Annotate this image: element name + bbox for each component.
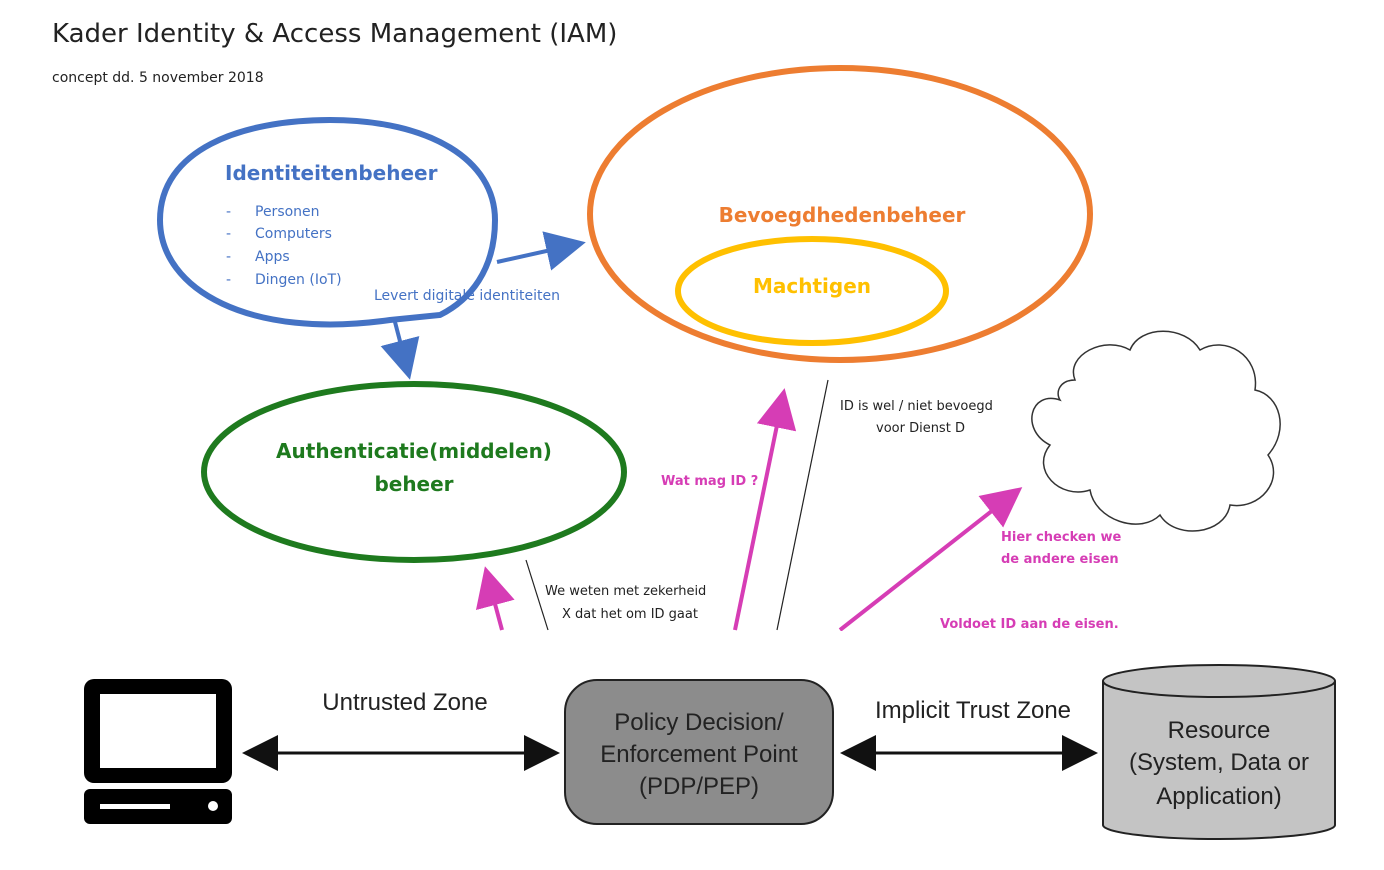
untrusted-zone-label: Untrusted Zone [322,689,487,716]
authenticatie-title-line2: beheer [374,472,453,496]
machtigen-ellipse [675,236,949,346]
arrow-hier [838,487,1023,632]
arrow-identity-to-bevoegd [496,231,586,271]
identiteitenbeheer-list: - Personen - Computers - Apps - Dingen (IoT) [226,204,342,288]
arrow-identity-to-auth [380,321,420,380]
pdp-line1: Policy Decision/ [614,709,784,736]
label-levert: Levert digitale identiteiten [374,288,560,304]
label-watmag: Wat mag ID ? [661,474,758,489]
cloud-shape [1031,330,1281,532]
label-voldoet: Voldoet ID aan de eisen. [940,617,1119,632]
implicit-trust-zone-label: Implicit Trust Zone [875,697,1071,724]
resource-cylinder [1102,664,1336,840]
resource-line1: Resource [1168,717,1271,744]
label-hier-line1: Hier checken we [1001,530,1121,545]
identiteitenbeheer-title: Identiteitenbeheer [225,161,438,185]
pdp-line3: (PDP/PEP) [639,773,759,800]
list-item: Apps [255,249,290,265]
page-title: Kader Identity & Access Management (IAM) [52,19,617,49]
bevoegdhedenbeheer-title: Bevoegdhedenbeheer [719,203,966,227]
svg-text:-: - [226,272,231,288]
list-item: Personen [255,204,320,220]
svg-text:-: - [226,226,231,242]
label-hier-line2: de andere eisen [1001,552,1119,567]
pdp-line2: Enforcement Point [600,741,798,768]
resource-line3: Application) [1156,783,1281,810]
list-item: Computers [255,226,332,242]
label-bevoegd-line2: voor Dienst D [876,421,965,436]
line-weweten [525,559,549,631]
label-bevoegd-line1: ID is wel / niet bevoegd [840,399,993,414]
identiteitenbeheer-bubble [156,116,499,328]
machtigen-title: Machtigen [753,274,871,298]
label-weweten-line2: X dat het om ID gaat [562,607,698,622]
computer-icon [84,679,232,824]
list-item: Dingen (IoT) [255,272,342,288]
line-bevoegd [776,379,829,631]
svg-text:-: - [226,249,231,265]
arrow-auth [475,566,515,631]
resource-line2: (System, Data or [1129,749,1309,776]
svg-text:-: - [226,204,231,220]
bevoegdhedenbeheer-ellipse [587,65,1093,363]
authenticatie-ellipse [201,381,627,563]
label-weweten-line1: We weten met zekerheid [545,584,706,599]
authenticatie-title-line1: Authenticatie(middelen) [276,439,552,463]
section-divider [0,631,1384,651]
arrow-watmag [733,388,797,631]
page-subtitle: concept dd. 5 november 2018 [52,70,264,86]
pdp-box [564,679,834,825]
